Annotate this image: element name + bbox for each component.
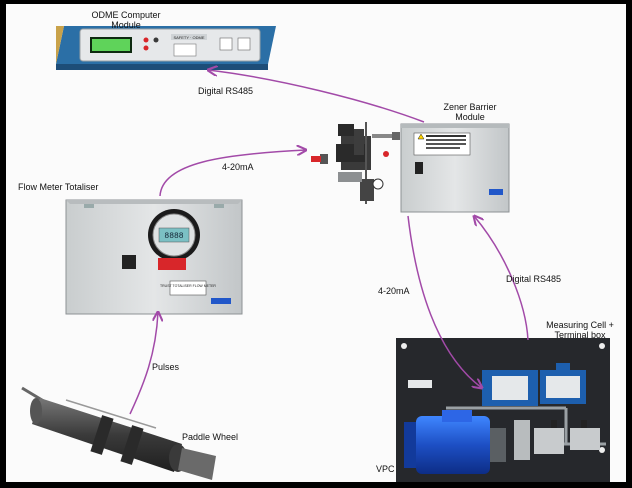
connection-label-pulses: Pulses [152, 362, 180, 372]
connection-label-digital-rs485-top: Digital RS485 [198, 86, 254, 96]
zener-module-label: Zener Barrier Module [420, 102, 520, 122]
system-diagram: SAFETY · ODME [6, 4, 626, 482]
odme-module-label: ODME Computer Module [66, 10, 186, 30]
connection-label-digital-rs485-right: Digital RS485 [506, 274, 562, 284]
measuring-cell-label-line2: Terminal box [554, 330, 606, 340]
connection-arrows [129, 70, 529, 415]
totaliser-display [158, 227, 190, 243]
zener-module-label-line2: Module [455, 112, 485, 122]
paddle-wheel-label: Paddle Wheel [182, 432, 239, 442]
connection-label-4-20ma-right: 4-20mA [378, 286, 410, 296]
flow-plate-text: TRUST TOTALISER FLOW METER [160, 284, 216, 288]
zener-module-label-line1: Zener Barrier [443, 102, 497, 112]
odme-front-text: SAFETY · ODME [173, 35, 204, 40]
measuring-cell-label-line1: Measuring Cell + [546, 320, 614, 330]
diagram-graphics: SAFETY · ODME [21, 26, 610, 482]
connection-label-4-20ma-top: 4-20mA [222, 162, 254, 172]
measuring-cell-panel [396, 338, 610, 482]
zener-barrier-module [311, 122, 510, 213]
odme-computer-module: SAFETY · ODME [56, 26, 276, 70]
flow-meter-totaliser: 8888 TRUST TOTALISER FLOW METER [65, 199, 243, 315]
vpc-label: VPC [376, 464, 395, 474]
measuring-cell-label: Measuring Cell + Terminal box [532, 320, 628, 340]
paddle-wheel-sensor [21, 386, 216, 480]
flow-meter-label: Flow Meter Totaliser [18, 182, 99, 192]
arrow-digital-rs485-right [474, 216, 529, 341]
arrow-4-20ma-top [159, 150, 306, 197]
odme-module-label-line1: ODME Computer [91, 10, 161, 20]
arrow-4-20ma-right [407, 215, 482, 388]
arrow-digital-rs485-top [208, 70, 425, 123]
lcd-display [92, 39, 130, 51]
arrow-pulses [129, 312, 158, 415]
odme-module-label-line2: Module [111, 20, 141, 30]
totaliser-display-reading: 8888 [164, 232, 183, 241]
